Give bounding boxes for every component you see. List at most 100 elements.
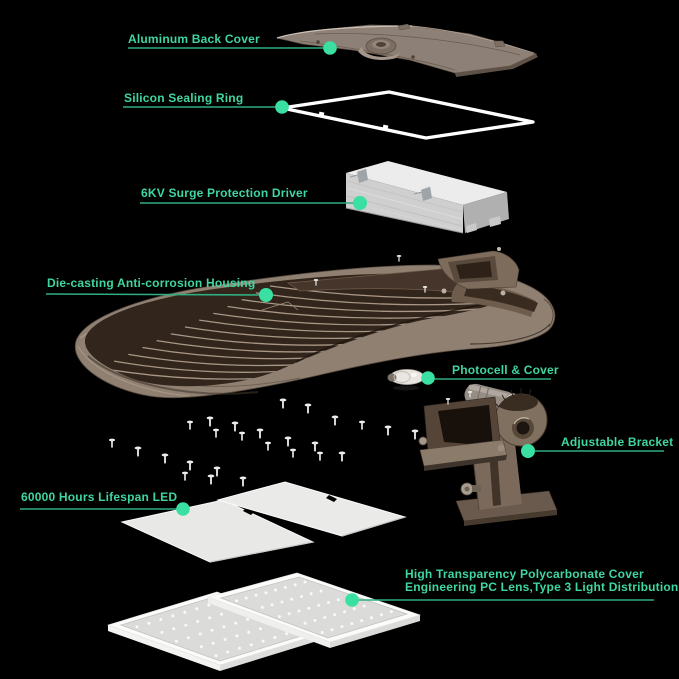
lens-dot [208, 616, 212, 620]
housing-fin [255, 292, 500, 306]
lens-dot [264, 591, 268, 595]
silicon-sealing-ring-art [280, 90, 535, 140]
lens-dot [290, 597, 294, 601]
label-silicon-sealing-ring: Silicon Sealing Ring [124, 91, 244, 105]
lens-dot [235, 599, 239, 603]
lens-dot [260, 605, 264, 609]
screw [207, 474, 215, 485]
lens-dot [220, 612, 223, 616]
lens-dot [207, 603, 211, 607]
lens-dot [196, 620, 200, 623]
marker-dots [176, 41, 535, 607]
photocell-art [387, 369, 425, 391]
lens-dot [195, 607, 199, 611]
lens-dot [247, 630, 251, 634]
lens-dot [186, 636, 190, 640]
lens-dot [320, 631, 324, 634]
screw [284, 436, 292, 447]
lens-dot [273, 636, 277, 639]
lens-dot [280, 600, 284, 604]
marker-dot [353, 196, 367, 210]
lens-dot [174, 639, 178, 643]
lens-dot [293, 583, 297, 587]
lens-dot [234, 621, 238, 625]
screw [338, 451, 346, 462]
screw [264, 441, 272, 451]
screw [304, 403, 312, 414]
screw [384, 425, 392, 436]
screw [181, 471, 189, 481]
lens-dot [135, 625, 139, 629]
lens-dot [270, 603, 274, 607]
aluminum-back-cover-art [276, 23, 538, 77]
label-photocell-and-cover: Photocell & Cover [452, 363, 559, 377]
screw [239, 476, 247, 487]
screw [358, 420, 366, 430]
surge-protection-driver-art [345, 161, 509, 234]
screw [108, 438, 116, 448]
screw [238, 431, 246, 441]
label-lifespan-led: 60000 Hours Lifespan LED [21, 490, 178, 504]
lens-dot [246, 617, 250, 621]
label-polycarbonate-cover: High Transparency Polycarbonate Cover En… [405, 568, 678, 594]
lens-dot [171, 614, 175, 618]
screw [396, 255, 402, 262]
lens-dot [327, 601, 330, 604]
lens-dot [147, 621, 151, 625]
screw [316, 451, 324, 461]
lens-dot [319, 589, 323, 593]
marker-dot [275, 100, 289, 114]
screw [212, 428, 220, 438]
lens-dot [172, 627, 176, 631]
lens-dot [340, 625, 344, 629]
lens-dot [379, 613, 383, 617]
lens-dot [274, 588, 278, 592]
screw [206, 416, 214, 427]
lens-dot [259, 627, 262, 631]
lens-dot [261, 639, 265, 643]
label-aluminum-back-cover: Aluminum Back Cover [128, 32, 260, 46]
lens-dot [336, 598, 340, 602]
lens-dot [211, 641, 215, 645]
lens-dot [303, 621, 307, 625]
lens-dot [223, 638, 227, 641]
lens-dot [277, 615, 281, 619]
led-panels-art [120, 481, 407, 563]
screw [331, 415, 339, 426]
lens-dot [303, 580, 307, 584]
label-die-casting-housing: Die-casting Anti-corrosion Housing [47, 276, 256, 290]
housing-fin [227, 305, 469, 319]
screw [161, 453, 169, 464]
lens-dot [214, 654, 218, 658]
screw [213, 466, 221, 477]
lens-dot [184, 623, 188, 627]
label-surge-protection-driver: 6KV Surge Protection Driver [141, 186, 308, 200]
lens-dot [198, 632, 202, 636]
lens-dot [244, 596, 248, 600]
adjustable-bracket-art [418, 388, 558, 526]
lens-dot [343, 610, 346, 614]
screw [411, 429, 419, 440]
lens-dot [159, 618, 163, 621]
lens-dot [307, 606, 311, 610]
lens-dot [297, 609, 301, 613]
lens-dot [226, 650, 230, 654]
screw [134, 446, 142, 457]
lens-dot [283, 585, 287, 589]
marker-dot [421, 371, 435, 385]
lens-dot [235, 634, 239, 638]
screw [231, 421, 239, 432]
lens-dot [210, 628, 214, 632]
lens-dot [313, 618, 317, 622]
screw [311, 441, 319, 452]
lens-dot [352, 607, 356, 611]
leader-lines [20, 47, 664, 601]
lens-dot [330, 628, 334, 632]
lens-dot [285, 632, 289, 636]
marker-dot [345, 593, 359, 607]
screw [256, 428, 264, 439]
lens-dot [333, 613, 337, 617]
marker-dot [176, 502, 190, 516]
lens-dots-left [135, 599, 300, 658]
lens-dot [160, 630, 164, 634]
